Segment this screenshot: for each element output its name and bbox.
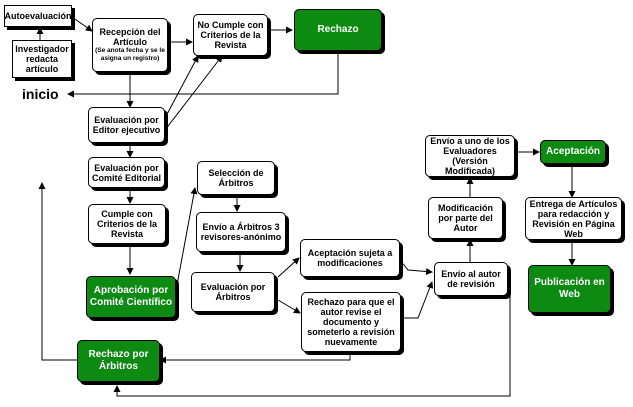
arrow-autoevaluacion-recepcion	[71, 16, 93, 32]
eval-arbitros-box: Evaluación por Árbitros	[191, 272, 275, 312]
cumple-box: Cumple con Criterios de la Revista	[88, 204, 166, 244]
arrow-aceptacion-envioautor	[399, 259, 433, 275]
autoevaluacion-box: Autoevaluación	[4, 5, 72, 27]
aprobacion-box: Aprobación por Comité Científico	[86, 276, 176, 318]
rechazo-revise-box: Rechazo para que el autor revise el docu…	[301, 292, 401, 352]
envio-autor-box: Envío al autor de revisión	[434, 262, 508, 296]
arrow-rechazorevise-rechazoarbitros	[159, 352, 351, 364]
rechazo-label: Rechazo	[317, 24, 359, 35]
aceptacion-sujeta-box: Aceptación sujeta a modificaciones	[300, 239, 400, 277]
arrow-rechazoarbitros-up	[38, 182, 77, 361]
eval-comite-label: Evaluación por Comité Editorial	[91, 162, 161, 183]
investigador-box: Investigador redacta artículo	[12, 40, 72, 78]
eval-comite-box: Evaluación por Comité Editorial	[88, 157, 165, 188]
eval-editor-box: Evaluación por Editor ejecutivo	[88, 107, 165, 143]
envio-evaluadores-label: Envío a uno de los Evaluadores (Versión …	[430, 136, 510, 176]
arrow-rechazo-inicio	[67, 51, 339, 98]
arrow-editor-nocumple-1	[164, 55, 199, 119]
envio-arbitros-box: Envío a Árbitros 3 revisores-anónimo	[196, 212, 286, 252]
publicacion-label: Publicación en Web	[534, 277, 605, 300]
entrega-label: Entrega de Artículos para redacción y Re…	[529, 198, 618, 239]
eval-editor-label: Evaluación por Editor ejecutivo	[92, 115, 161, 135]
nocumple-box: No Cumple con Criterios de la Revista	[193, 14, 268, 56]
autoevaluacion-label: Autoevaluación	[4, 11, 72, 21]
arrow-editor-nocumple-2	[164, 55, 223, 131]
rechazo-revise-label: Rechazo para que el autor revise el docu…	[307, 297, 395, 347]
seleccion-label: Selección de Árbitros	[208, 168, 264, 188]
aprobacion-label: Aprobación por Comité Científico	[89, 285, 173, 308]
recepcion-box: Recepción del Artículo (Se anota fecha y…	[92, 18, 168, 72]
arrow-aprobacion-seleccion	[176, 187, 198, 286]
modificacion-label: Modificación por parte del Autor	[437, 203, 493, 233]
rechazo-arbitros-box: Rechazo por Árbitros	[77, 340, 160, 382]
publicacion-box: Publicación en Web	[528, 265, 611, 313]
arrow-evalarbitros-aceptacion	[277, 257, 300, 278]
nocumple-label: No Cumple con Criterios de la Revista	[197, 20, 264, 50]
eval-arbitros-label: Evaluación por Árbitros	[200, 282, 266, 302]
arrow-envioautor-rechazoarbitros	[113, 280, 511, 397]
envio-arbitros-label: Envío a Árbitros 3 revisores-anónimo	[200, 222, 282, 242]
recepcion-label: Recepción del Artículo	[99, 27, 161, 47]
inicio-label: inicio	[22, 86, 59, 102]
rechazo-box: Rechazo	[294, 9, 382, 51]
rechazo-arbitros-label: Rechazo por Árbitros	[88, 349, 149, 372]
aceptacion-box: Aceptación	[540, 140, 606, 164]
arrow-rechazorevise-envioautor	[402, 281, 434, 319]
recepcion-note: (Se anota fecha y se le asigna un regist…	[95, 47, 165, 62]
investigador-label: Investigador redacta artículo	[15, 44, 69, 74]
aceptacion-sujeta-label: Aceptación sujeta a modificaciones	[307, 248, 393, 268]
modificacion-box: Modificación por parte del Autor	[428, 197, 503, 239]
cumple-label: Cumple con Criterios de la Revista	[96, 209, 158, 239]
aceptacion-label: Aceptación	[546, 146, 600, 157]
entrega-box: Entrega de Artículos para redacción y Re…	[525, 197, 622, 240]
envio-evaluadores-box: Envío a uno de los Evaluadores (Versión …	[425, 135, 515, 177]
seleccion-box: Selección de Árbitros	[197, 161, 275, 195]
arrow-evalarbitros-rechazorevise	[277, 299, 301, 314]
envio-autor-label: Envío al autor de revisión	[441, 269, 501, 289]
